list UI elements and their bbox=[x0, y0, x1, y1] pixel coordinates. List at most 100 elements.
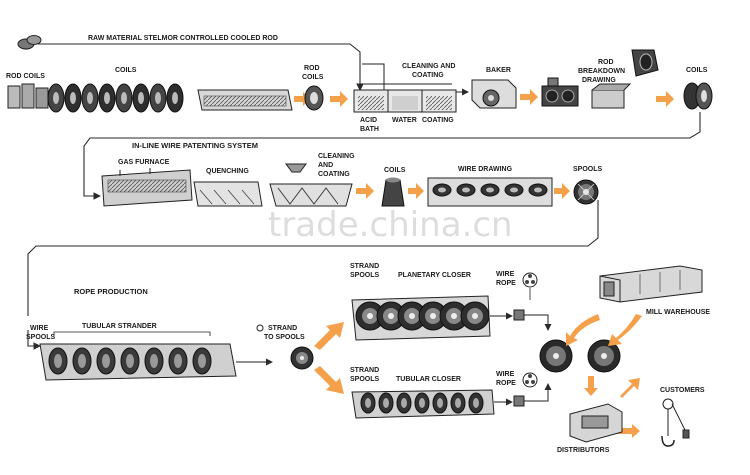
wire-rope-bottom-label-1: WIRE bbox=[496, 371, 515, 378]
strand-spool-icon bbox=[290, 346, 314, 370]
row-rope-production: ROPE PRODUCTION WIRE SPOOLS TUBULAR STRA… bbox=[26, 263, 710, 454]
acid-bath-label-1: ACID bbox=[360, 117, 377, 124]
cleaning2-label-2: AND bbox=[318, 162, 333, 169]
flow-arrow-7 bbox=[554, 183, 570, 199]
wire-spools-label-2: SPOOLS bbox=[26, 334, 56, 341]
coil-icon bbox=[81, 83, 99, 113]
wire-spools-label-1: WIRE bbox=[30, 325, 49, 332]
wire-rope-top-label-2: ROPE bbox=[496, 280, 516, 287]
flow-arrow-to-warehouse-left bbox=[566, 314, 600, 346]
rod-coils-stack-icon bbox=[7, 83, 49, 109]
drawing-block-icon bbox=[432, 183, 452, 197]
planetary-cage-icon bbox=[397, 301, 427, 331]
cleaning-coating-2-icon bbox=[269, 163, 353, 207]
flow-arrow-2 bbox=[330, 91, 348, 107]
wire-drawing-label: WIRE DRAWING bbox=[458, 166, 513, 173]
quenching-icon bbox=[193, 181, 263, 207]
planetary-closer-icon bbox=[351, 295, 491, 341]
coil-icon bbox=[64, 83, 82, 113]
rope-reel-left-icon bbox=[539, 339, 573, 373]
closer-bobbin-icon bbox=[468, 392, 484, 414]
wire-rope-bottom-label-2: ROPE bbox=[496, 380, 516, 387]
strander-bobbin-icon bbox=[144, 347, 164, 375]
flow-arrow-down bbox=[314, 366, 344, 394]
rod-breakdown-label-2: BREAKDOWN bbox=[578, 68, 625, 75]
coils2-label: COILS bbox=[384, 167, 406, 174]
flow-arrow-dist-to-customer bbox=[614, 424, 640, 438]
flow-line-row2-to-row3 bbox=[27, 200, 599, 316]
flow-arrow-5 bbox=[356, 183, 374, 199]
closer-bobbin-icon bbox=[360, 392, 376, 414]
planetary-cage-icon bbox=[355, 301, 385, 331]
patenting-title: IN-LINE WIRE PATENTING SYSTEM bbox=[132, 141, 258, 150]
rod-coils-mid-label-2: COILS bbox=[302, 74, 324, 81]
distributors-label: DISTRIBUTORS bbox=[557, 447, 610, 454]
coil-icon bbox=[166, 83, 184, 113]
rod-breakdown-label-3: DRAWING bbox=[582, 77, 616, 84]
rod-coils-mid-label-1: ROD bbox=[304, 65, 320, 72]
coils-row-icon bbox=[47, 83, 184, 113]
flow-arrow-to-customers bbox=[620, 378, 640, 398]
coils-label: COILS bbox=[115, 67, 137, 74]
cleaning-coating-baths-icon bbox=[353, 63, 457, 113]
drawing-block-icon bbox=[480, 183, 500, 197]
strand-spools-gear-icon bbox=[256, 324, 264, 332]
row-patenting: IN-LINE WIRE PATENTING SYSTEM GAS FURNAC… bbox=[27, 141, 603, 316]
strander-bobbin-icon bbox=[72, 347, 92, 375]
rope-payoff-bottom-icon bbox=[513, 395, 525, 407]
baker-icon bbox=[471, 79, 517, 109]
flow-line-row1-to-row2 bbox=[83, 112, 701, 160]
quenching-label: QUENCHING bbox=[206, 168, 249, 175]
strander-bobbin-icon bbox=[168, 347, 188, 375]
closer-bobbin-icon bbox=[396, 392, 412, 414]
cleaning-coating-label-1: CLEANING AND bbox=[402, 63, 455, 70]
planetary-cage-icon bbox=[439, 301, 469, 331]
mill-warehouse-label: MILL WAREHOUSE bbox=[646, 309, 710, 316]
coil-icon bbox=[98, 83, 116, 113]
flow-arrow-4 bbox=[656, 91, 674, 107]
watermark-text: trade.china.cn bbox=[268, 205, 513, 245]
drawing-block-icon bbox=[591, 83, 632, 109]
gas-furnace-icon bbox=[101, 168, 193, 207]
tubular-closer-icon bbox=[351, 389, 495, 419]
strander-bobbin-icon bbox=[192, 347, 212, 375]
rope-reel-right-icon bbox=[587, 339, 621, 373]
strander-bobbin-icon bbox=[120, 347, 140, 375]
coil-icon bbox=[47, 83, 65, 113]
strand-to-spools-label-1: STRAND bbox=[268, 325, 297, 332]
drawing-block-icon bbox=[528, 183, 548, 197]
cleaning-coating-label-2: COATING bbox=[412, 72, 444, 79]
flow-arrow-to-distributors bbox=[584, 376, 598, 396]
strand-spools-bottom-label-2: SPOOLS bbox=[350, 376, 380, 383]
closer-bobbin-icon bbox=[432, 392, 448, 414]
strand-spools-top-label-2: SPOOLS bbox=[350, 272, 380, 279]
wire-rope-top-label-1: WIRE bbox=[496, 271, 515, 278]
raw-material-title: RAW MATERIAL STELMOR CONTROLLED COOLED R… bbox=[88, 35, 278, 42]
wire-drawing-machine-icon bbox=[427, 177, 553, 207]
closer-bobbin-icon bbox=[450, 392, 466, 414]
closer-bobbin-icon bbox=[378, 392, 394, 414]
coating-label: COATING bbox=[422, 117, 454, 124]
coil-icon bbox=[132, 83, 150, 113]
flow-line-raw-material bbox=[38, 43, 364, 92]
rod-breakdown-label-1: ROD bbox=[598, 59, 614, 66]
flow-arrow-3 bbox=[520, 89, 538, 105]
coils-right-icon bbox=[683, 82, 713, 110]
drawing-block-icon bbox=[456, 183, 476, 197]
crane-hook-icon bbox=[661, 398, 690, 447]
closer-bobbin-icon bbox=[414, 392, 430, 414]
coils-right-label: COILS bbox=[686, 67, 708, 74]
strand-spools-bottom-label-1: STRAND bbox=[350, 367, 379, 374]
rope-cross-section-icon bbox=[522, 272, 538, 288]
acid-bath-label-2: BATH bbox=[360, 126, 379, 133]
mill-warehouse-icon bbox=[599, 265, 703, 303]
rope-cross-section-bottom-icon bbox=[522, 372, 538, 388]
tubular-strander-label: TUBULAR STRANDER bbox=[82, 323, 157, 330]
spools-label: SPOOLS bbox=[573, 166, 603, 173]
flow-arrow-up bbox=[314, 322, 344, 350]
strand-to-spools-label-2: TO SPOOLS bbox=[264, 334, 305, 341]
rod-coils-small-icon bbox=[17, 35, 42, 50]
planetary-closer-label: PLANETARY CLOSER bbox=[398, 272, 471, 279]
